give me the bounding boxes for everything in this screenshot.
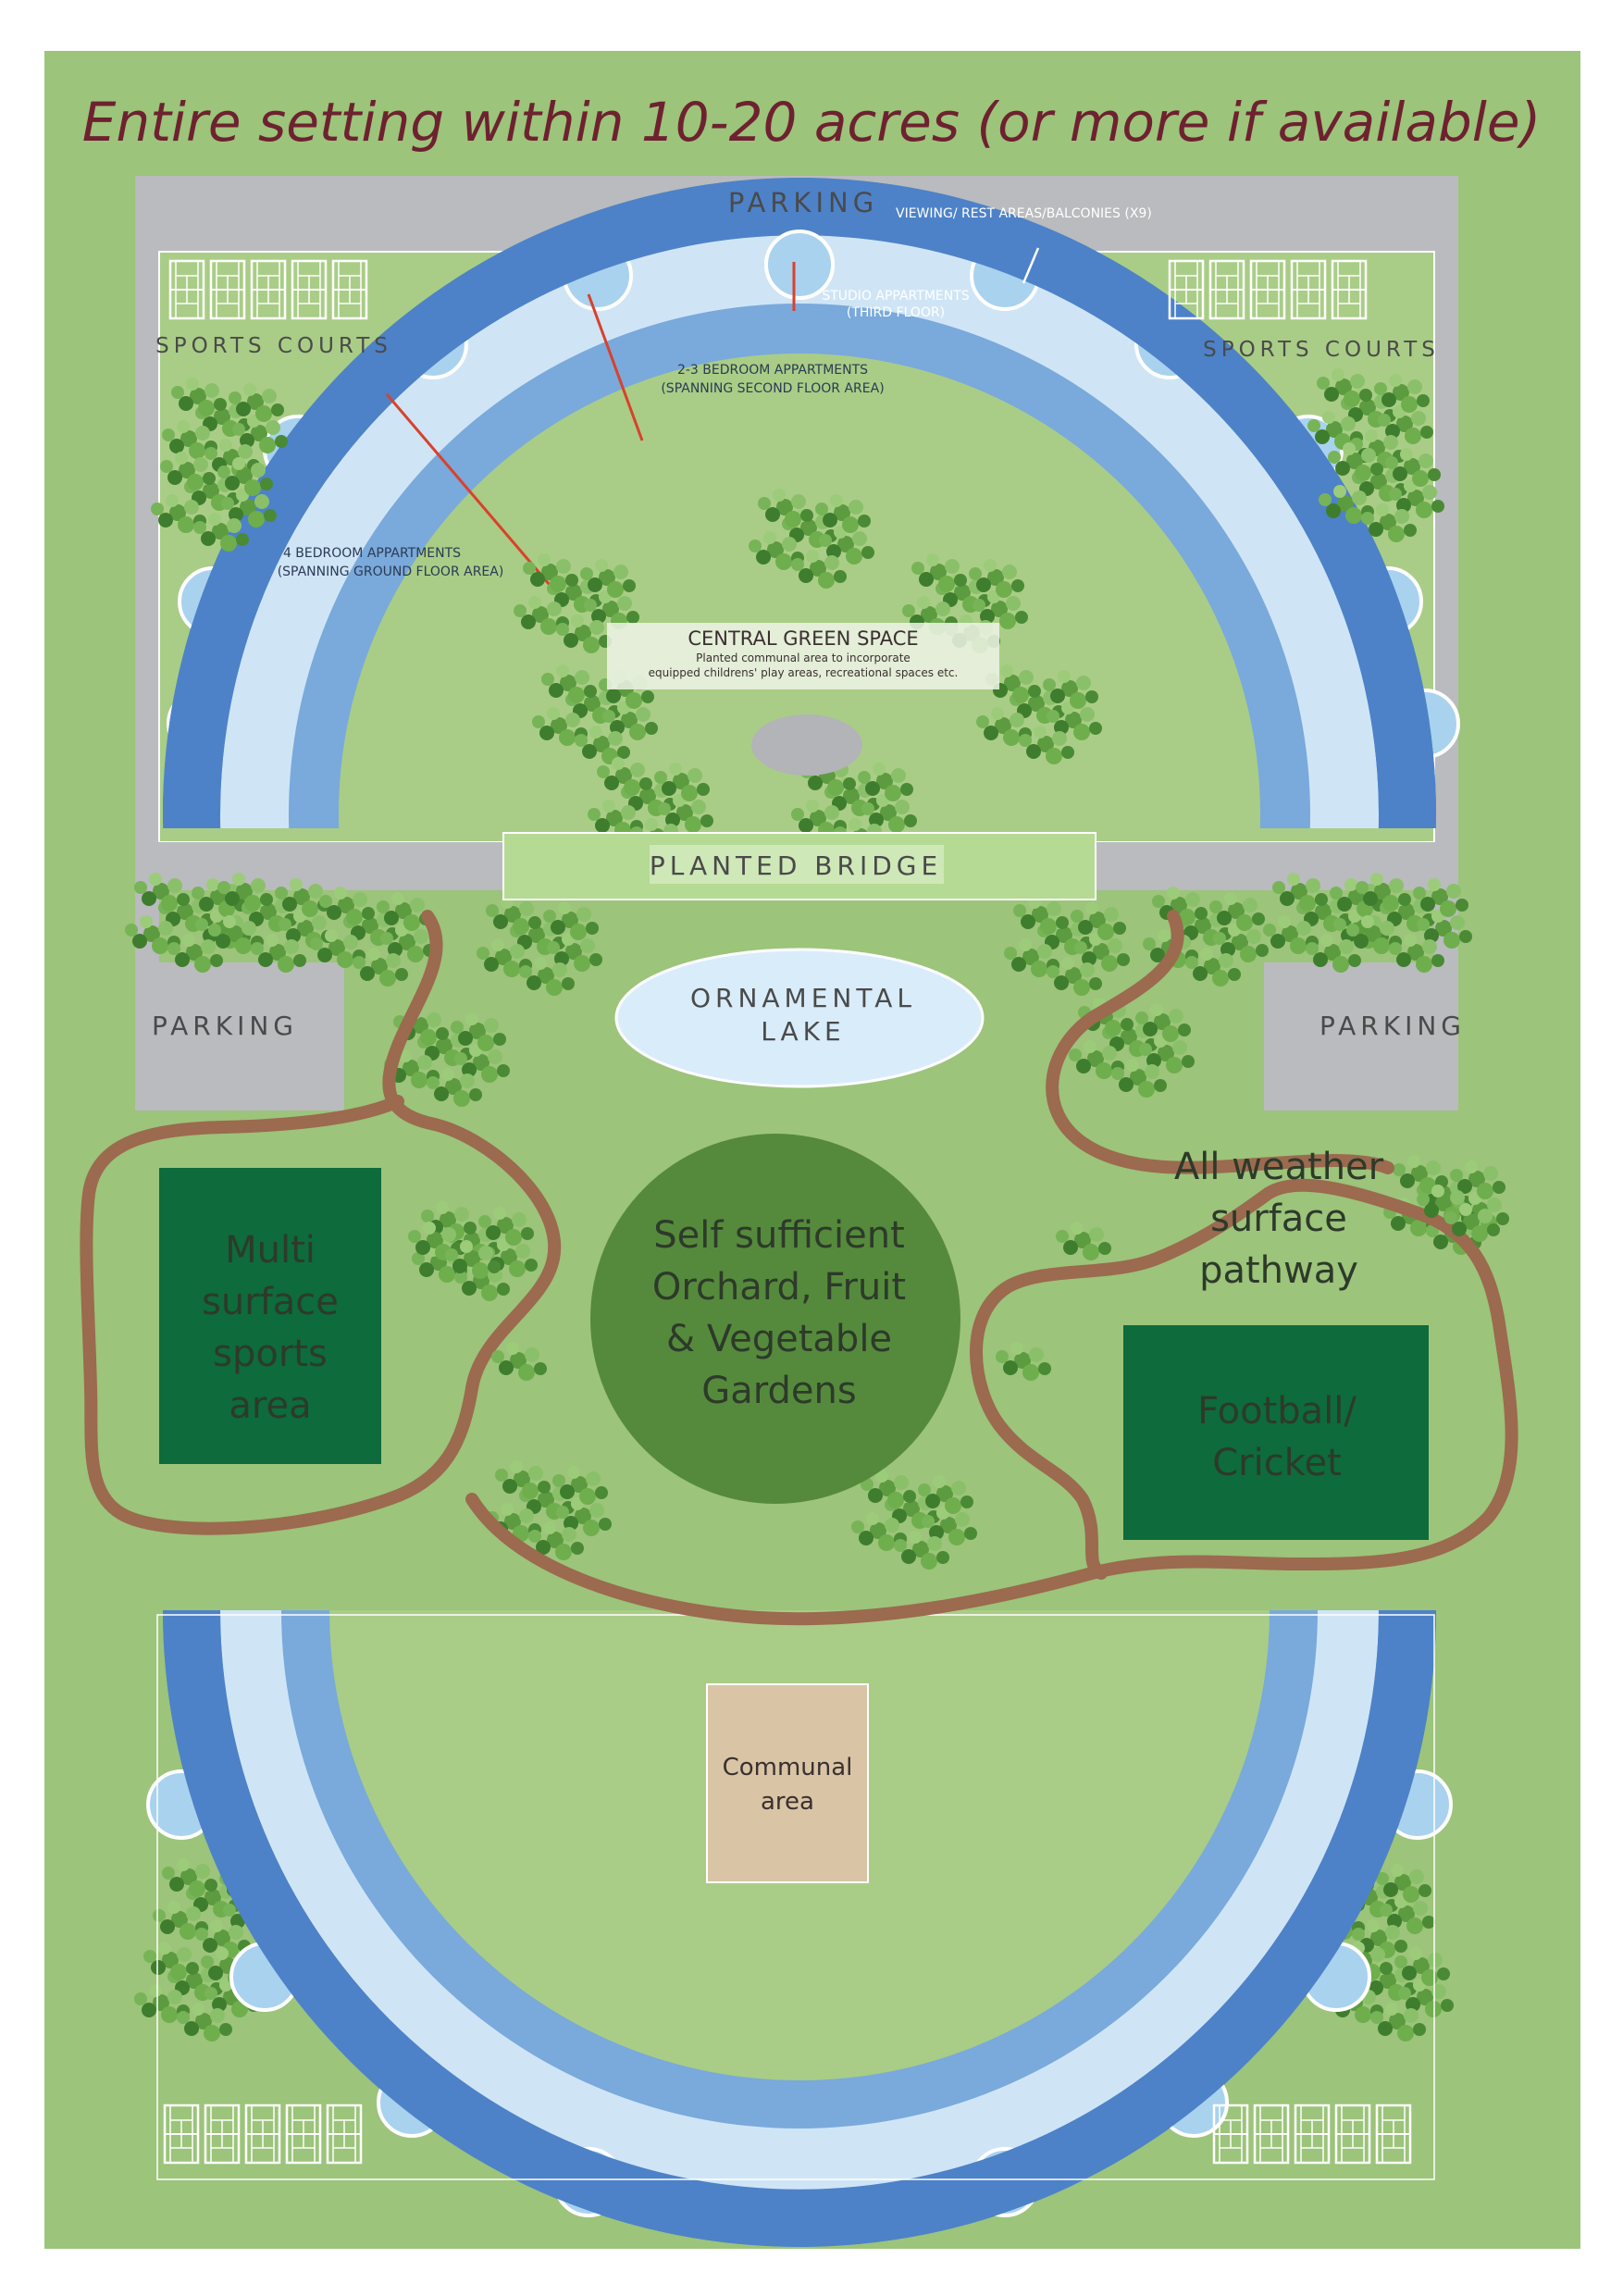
multi-sports-label-1: Multi [225,1229,316,1272]
lake-label-2: LAKE [761,1016,845,1047]
orchard-gardens [590,1134,960,1504]
pathway-label-2: surface [1210,1198,1347,1240]
pathway-label-1: All weather [1174,1146,1384,1188]
sports-courts-left-label: SPORTS COURTS [155,334,392,358]
central-green-label-box [607,623,999,689]
multi-sports-label-2: surface [202,1281,339,1323]
viewing-leader-line [1022,247,1040,284]
football-label-1: Football/ [1197,1390,1357,1433]
football-label-2: Cricket [1212,1442,1342,1484]
orchard-label-2: Orchard, Fruit [652,1266,906,1309]
floor-dividers [385,262,796,586]
central-green-desc-2: equipped childrens' play areas, recreati… [649,666,959,679]
all-weather-pathway [80,910,1518,1626]
bedroom-4-label-1: 4 BEDROOM APPARTMENTS [283,546,461,561]
parking-right-label: PARKING [1319,1011,1466,1041]
parking-right-area [1264,962,1458,1111]
planted-bridge-label: PLANTED BRIDGE [650,850,942,881]
parking-left-area [135,962,344,1111]
central-green-title: CENTRAL GREEN SPACE [688,627,918,650]
central-plaza-oval [751,714,862,776]
parking-left-label: PARKING [152,1011,298,1041]
communal-label-1: Communal [723,1754,853,1781]
bedroom-23-label-1: 2-3 BEDROOM APPARTMENTS [677,363,868,378]
studio-label-1: STUDIO APPARTMENTS [822,289,969,304]
viewing-areas-label: VIEWING/ REST AREAS/BALCONIES (X9) [896,206,1152,221]
planted-bridge-label-box [650,845,944,884]
orchard-label-3: & Vegetable [666,1318,892,1360]
pathway-label-3: pathway [1199,1249,1358,1292]
multi-sports-label-4: area [229,1384,311,1427]
football-cricket-pitch [1123,1325,1429,1540]
central-green-desc-1: Planted communal area to incorporate [696,652,911,664]
orchard-label-1: Self sufficient [653,1214,905,1257]
communal-label-2: area [761,1788,814,1816]
studio-label-2: (THIRD FLOOR) [847,305,945,320]
page-title: Entire setting within 10-20 acres (or mo… [82,91,1541,154]
multi-sports-label-3: sports [213,1333,328,1375]
bedroom-23-label-2: (SPANNING SECOND FLOOR AREA) [661,381,884,396]
multi-sports-area [159,1168,381,1464]
lake-label-1: ORNAMENTAL [690,983,916,1013]
bedroom-4-label-2: (SPANNING GROUND FLOOR AREA) [278,565,504,579]
ornamental-lake [614,948,985,1088]
parking-top-label: PARKING [728,187,878,218]
orchard-label-4: Gardens [701,1370,856,1412]
communal-area [706,1683,869,1883]
sports-courts-right-label: SPORTS COURTS [1203,338,1440,362]
